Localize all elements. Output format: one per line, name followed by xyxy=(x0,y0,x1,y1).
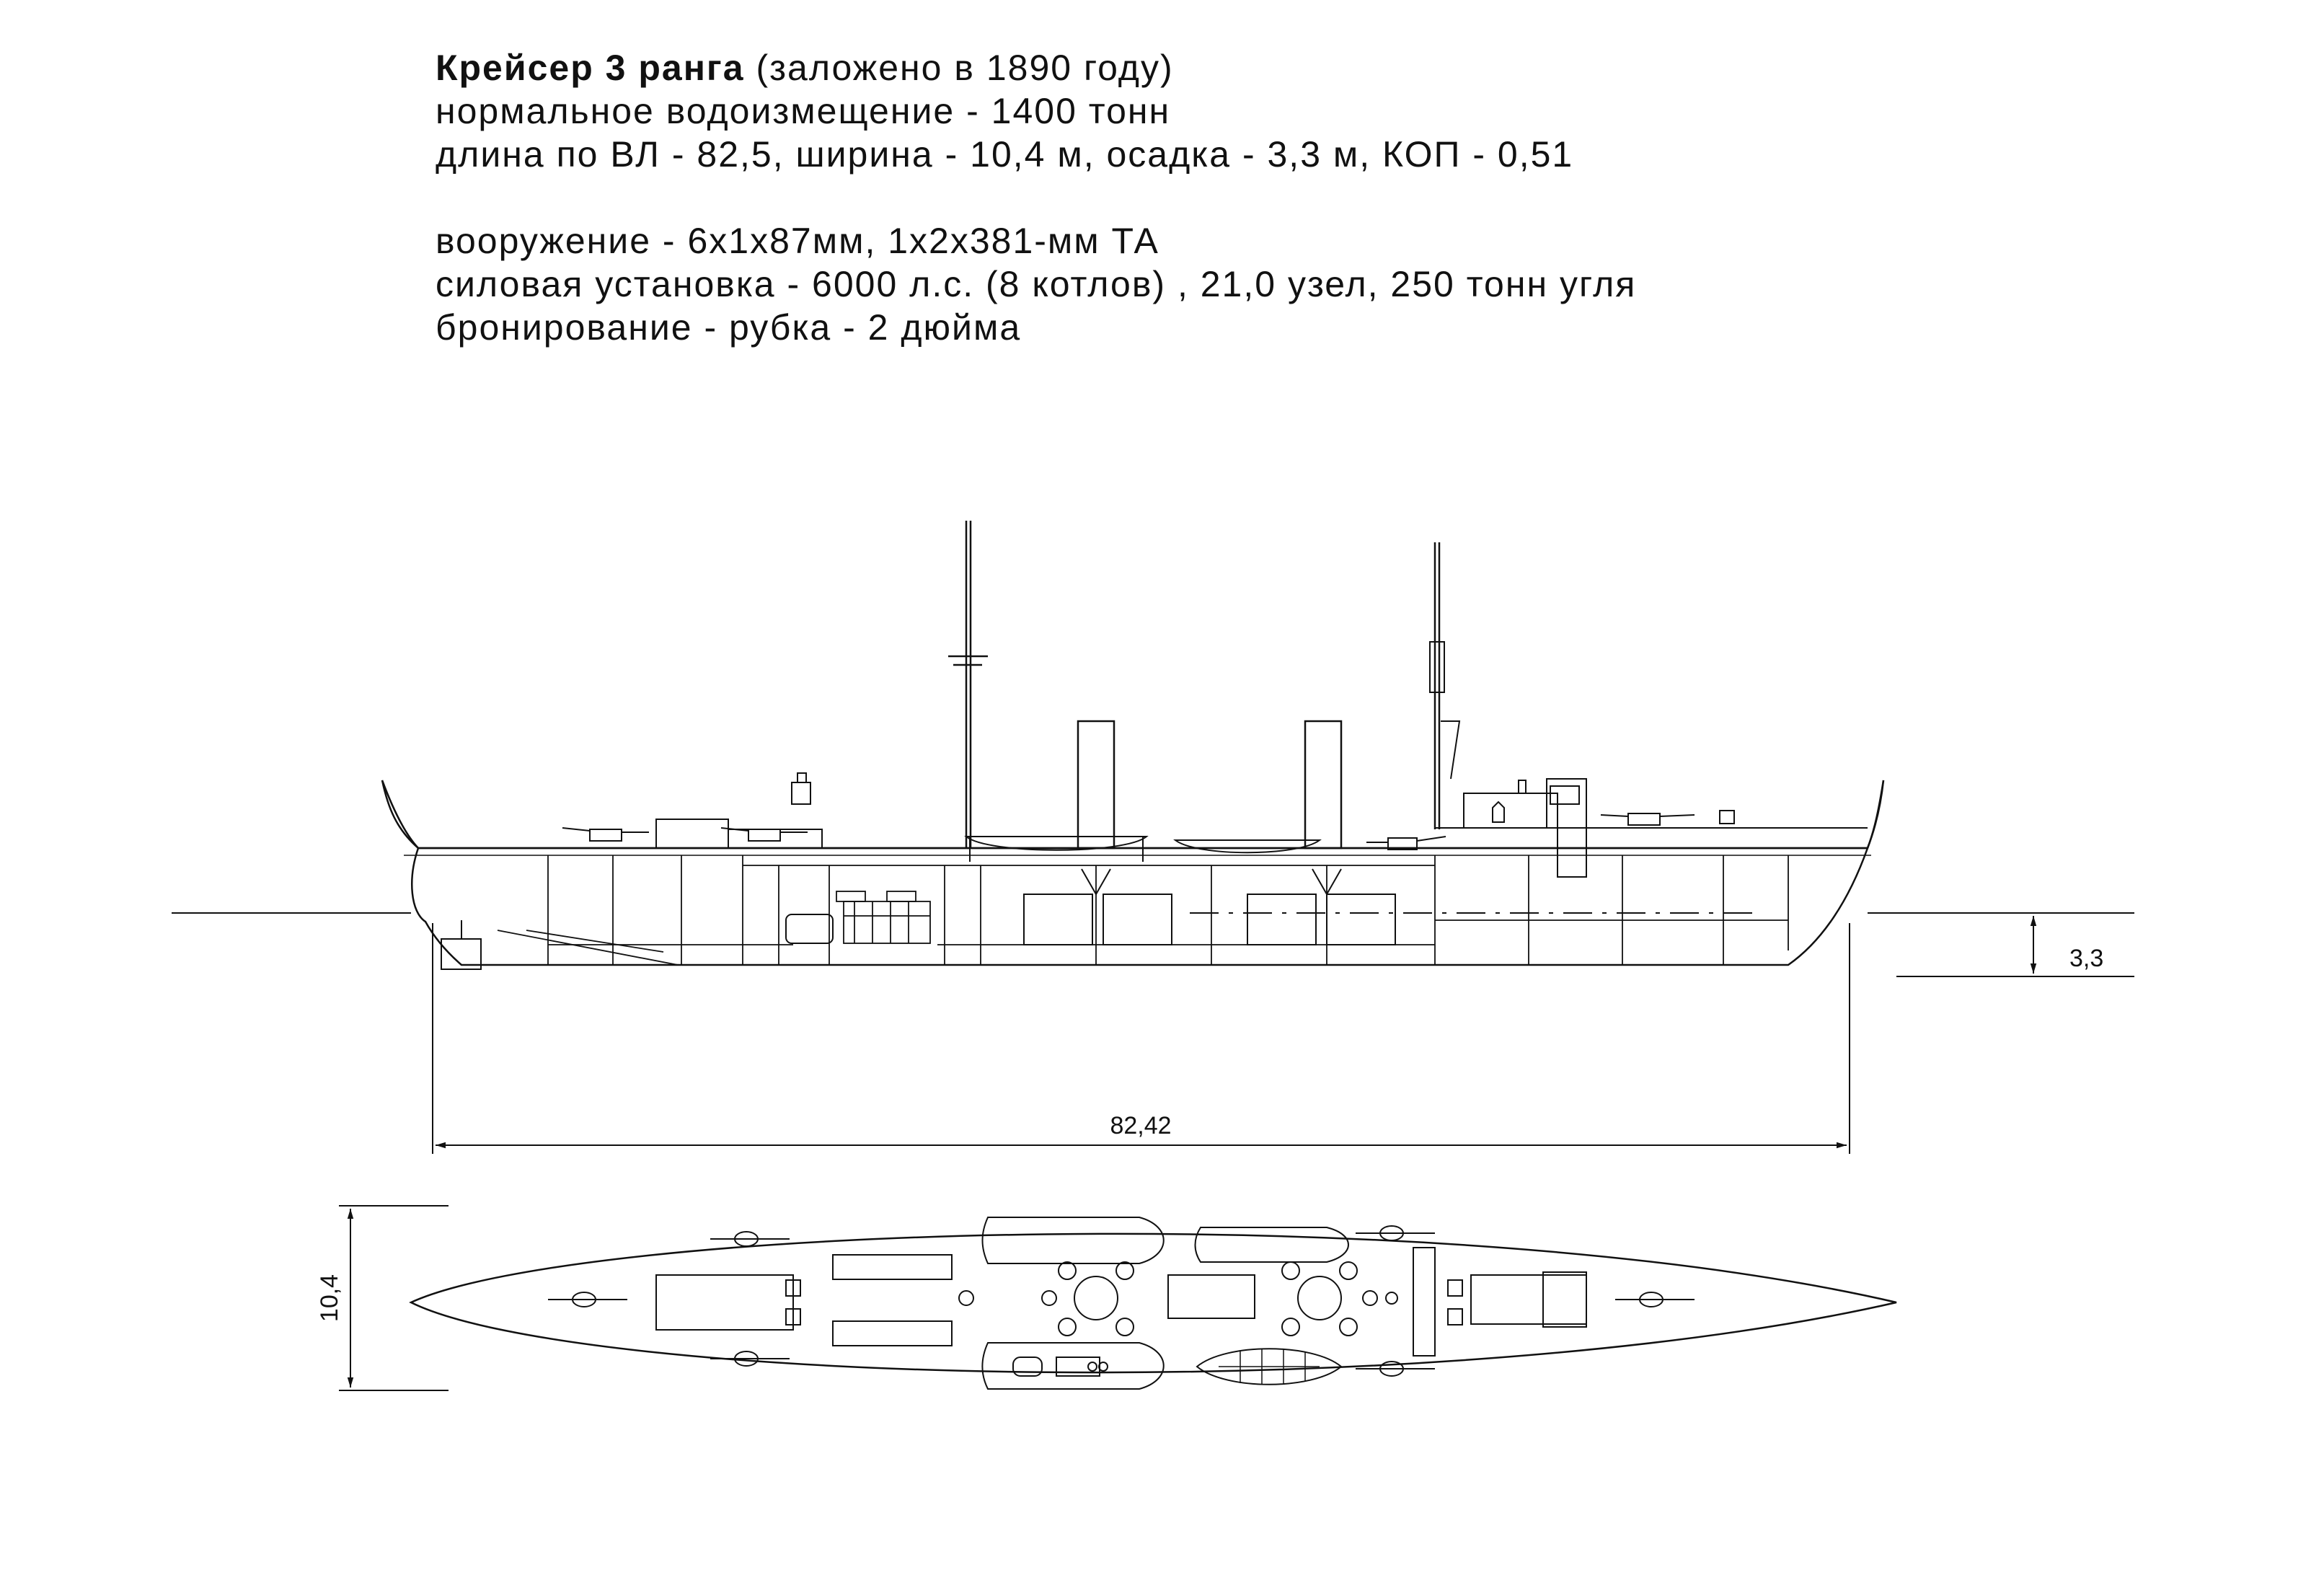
funnels xyxy=(1077,720,1343,850)
forward-bridge xyxy=(1463,778,1587,878)
specification-block: Крейсер 3 ранга (заложено в 1890 году) н… xyxy=(436,46,1636,349)
spec-dimensions: длина по ВЛ - 82,5, ширина - 10,4 м, оса… xyxy=(436,134,1574,175)
funnel-aft xyxy=(1077,720,1115,850)
internal-frames xyxy=(497,855,1789,966)
spec-armor: бронирование - рубка - 2 дюйма xyxy=(436,307,1022,348)
beam-label: 10,4 xyxy=(316,1274,343,1322)
masts xyxy=(948,521,1461,848)
deckhouses-plan xyxy=(655,1247,1587,1357)
guns-plan xyxy=(548,1225,1695,1377)
spec-title: Крейсер 3 ранга (заложено в 1890 году) xyxy=(436,46,1636,89)
deck-outline xyxy=(409,1232,1897,1374)
spec-armament: вооружение - 6х1х87мм, 1х2х381-мм ТА xyxy=(436,221,1159,261)
spec-powerplant: силовая установка - 6000 л.с. (8 котлов)… xyxy=(436,264,1637,304)
beam-dimension xyxy=(339,1205,449,1391)
spec-title-bold: Крейсер 3 ранга xyxy=(436,48,745,88)
side-profile xyxy=(172,521,2134,970)
spec-displacement: нормальное водоизмещение - 1400 тонн xyxy=(436,91,1171,131)
length-dimension xyxy=(432,923,1850,1154)
funnels-plan xyxy=(958,1261,1398,1336)
boats-side xyxy=(964,836,1322,862)
draft-label: 3,3 xyxy=(2069,945,2103,972)
hull-outline xyxy=(381,780,1885,966)
bow-stem xyxy=(1866,780,1885,849)
funnel-fore xyxy=(1304,720,1343,850)
guns-side xyxy=(562,810,1735,850)
boats-plan xyxy=(981,1217,1349,1390)
stern-bulwark xyxy=(381,780,419,849)
plan-view xyxy=(409,1217,1897,1390)
spec-title-rest: (заложено в 1890 году) xyxy=(744,48,1174,88)
engine-machinery xyxy=(836,891,931,944)
draft-dimension xyxy=(1896,916,2134,977)
boiler-rooms xyxy=(785,868,1396,945)
aft-superstructure xyxy=(655,772,823,849)
length-label: 82,42 xyxy=(1110,1112,1171,1139)
